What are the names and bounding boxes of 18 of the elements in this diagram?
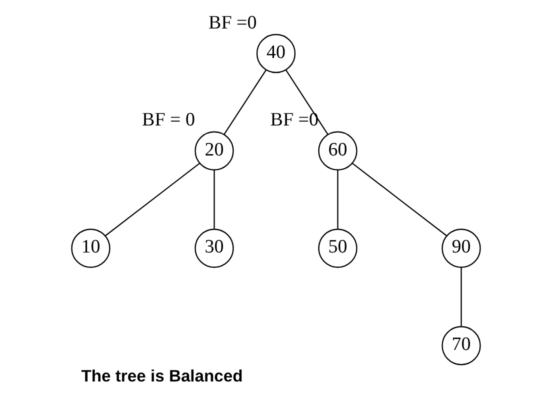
node-circle: 30 [194,228,234,268]
node-circle: 50 [318,228,358,268]
node-circle: 70 [442,326,481,366]
node-circle: 90 [442,228,481,268]
connector [352,162,447,236]
connector [224,70,267,135]
connector [105,162,200,236]
connector [214,170,215,229]
connector [460,267,462,326]
caption: The tree is Balanced [81,366,243,386]
node-circle: 40 [256,34,296,74]
node-circle: 10 [71,228,110,268]
node-circle: 60 [318,131,358,170]
node-label: BF = 0 [142,110,196,131]
connector [285,70,328,135]
node-circle: 20 [194,131,234,170]
connector [337,170,338,229]
node-label: BF =0 [208,12,257,34]
